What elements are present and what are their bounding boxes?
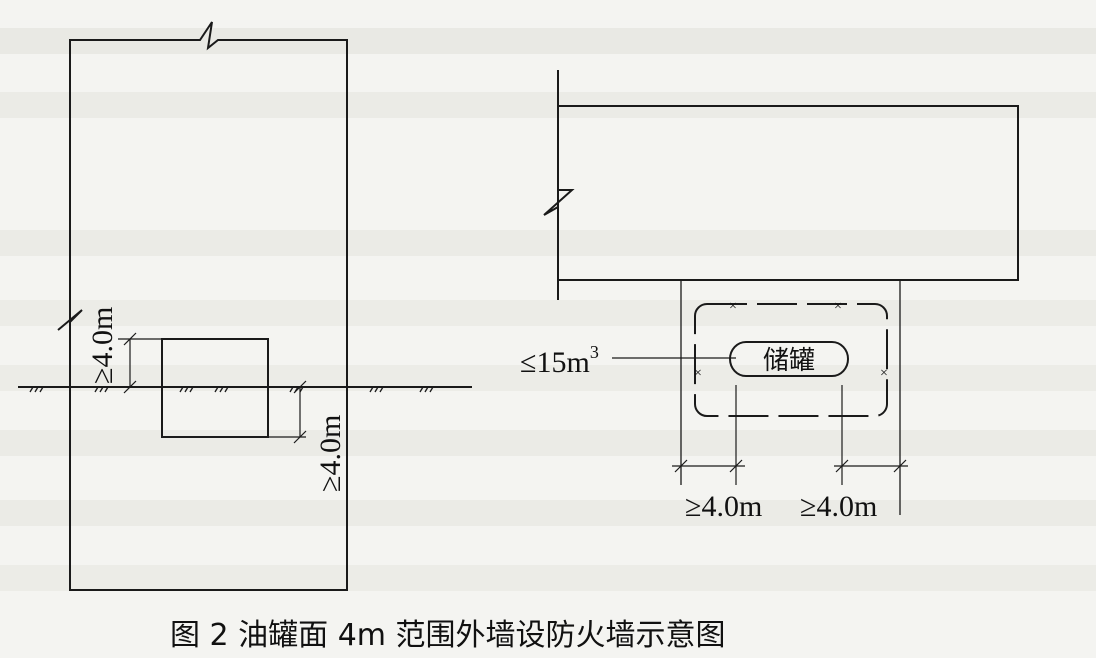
right-plan-view: × × × × 储罐 ≤15m3 ≥4.0m xyxy=(520,70,1019,523)
dim-below-ground-label: ≥4.0m xyxy=(314,415,347,492)
dimension-below-ground xyxy=(268,380,307,444)
tank-label: 储罐 xyxy=(763,346,815,376)
volume-label: ≤15m3 xyxy=(520,342,599,379)
volume-superscript: 3 xyxy=(590,342,599,362)
figure-caption: 图 2 油罐面 4m 范围外墙设防火墙示意图 xyxy=(170,618,726,653)
dimension-right xyxy=(834,459,908,473)
svg-text:×: × xyxy=(694,366,702,381)
boundary-marks: × × × × xyxy=(694,299,888,381)
dim-right-label: ≥4.0m xyxy=(800,490,877,523)
four-meter-boundary xyxy=(694,303,888,417)
svg-text:×: × xyxy=(834,299,842,314)
dimension-above-ground xyxy=(118,332,162,394)
dim-above-ground-label: ≥4.0m xyxy=(86,307,119,384)
svg-text:×: × xyxy=(729,299,737,314)
tank-section xyxy=(161,338,269,438)
left-section-view: ≥4.0m ≥4.0m xyxy=(18,21,472,591)
dimension-left xyxy=(672,459,745,473)
tank-plan xyxy=(729,341,849,377)
ground-hatching xyxy=(29,386,434,393)
background-bleed-text xyxy=(0,28,1096,591)
svg-text:×: × xyxy=(880,366,888,381)
building-outline-left xyxy=(69,21,348,591)
fire-wall-lines xyxy=(680,280,901,515)
dimension-extensions xyxy=(735,385,843,485)
wall-break-symbol xyxy=(57,309,83,331)
dim-left-label: ≥4.0m xyxy=(685,490,762,523)
